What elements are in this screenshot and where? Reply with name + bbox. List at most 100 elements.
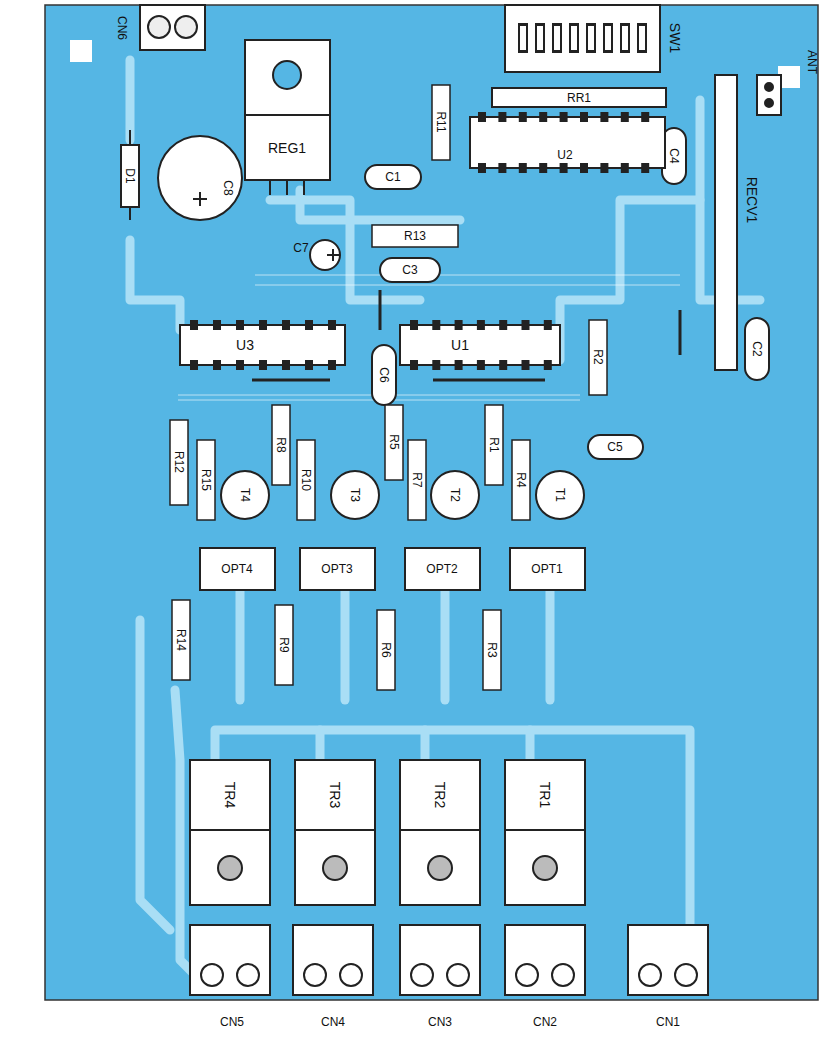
part-label: RECV1 (745, 177, 759, 224)
pcb-shape (400, 925, 480, 995)
pcb-shape (365, 165, 421, 189)
part-label: T2 (449, 488, 461, 502)
trace-outlines (178, 275, 680, 400)
pcb-shape (140, 5, 205, 50)
pcb-shape (126, 60, 135, 140)
pcb-shape (295, 830, 375, 905)
pcb-shape (560, 200, 700, 360)
pcb-shape (589, 320, 607, 395)
pcb-shape (536, 471, 584, 519)
copper-traces (130, 60, 760, 980)
pcb-shape (172, 600, 190, 680)
part-label: T3 (349, 488, 361, 502)
part-label: ANT (806, 50, 818, 74)
part-label: C4 (668, 148, 680, 163)
capacitor-symbols (158, 128, 769, 459)
part-label: R1 (488, 437, 500, 452)
pcb-shape (221, 471, 269, 519)
pcb-shape (130, 240, 180, 330)
transistor-symbols (221, 471, 584, 519)
part-label: R8 (275, 437, 287, 452)
part-label: TR3 (328, 782, 342, 808)
part-label: R9 (278, 637, 290, 652)
pcb-shape (372, 225, 458, 247)
part-label: C8 (222, 180, 234, 195)
optocoupler-packages (200, 548, 585, 590)
part-label: C1 (385, 171, 400, 183)
pcb-shape (193, 198, 207, 200)
part-label: OPT3 (321, 563, 352, 575)
pcb-shape (410, 360, 555, 370)
part-label: OPT4 (221, 563, 252, 575)
pcb-shape (200, 548, 275, 590)
pcb-shape (379, 290, 382, 330)
pcb-shape (408, 440, 426, 520)
pcb-shape (526, 730, 535, 760)
pcb-shape (252, 379, 330, 382)
part-label: R5 (388, 434, 400, 449)
ic-packages (180, 117, 665, 365)
pcb-shape (518, 23, 650, 53)
part-label: TR1 (538, 782, 552, 808)
pcb-shape (483, 610, 501, 690)
pcb-shape (245, 40, 330, 115)
part-label: U2 (557, 149, 572, 161)
terminal-blocks (190, 925, 708, 995)
pcb-shape (520, 26, 650, 50)
pcb-shape (588, 435, 643, 459)
pcb-shape (275, 605, 293, 685)
part-label: R2 (592, 349, 604, 364)
pcb-shape (269, 180, 271, 195)
pcb-shape (70, 40, 92, 62)
pcb-shape (175, 16, 197, 38)
pcb-shape (121, 145, 139, 207)
pcb-shape (255, 285, 680, 286)
pcb-shape (411, 964, 433, 986)
pcb-shape (478, 112, 660, 122)
part-label: CN1 (656, 1016, 680, 1028)
pcb-shape (533, 856, 557, 880)
part-label: T1 (554, 488, 566, 502)
part-label: R14 (175, 629, 187, 651)
pcb-shape (237, 964, 259, 986)
part-label: SW1 (668, 23, 682, 53)
pcb-shape (405, 548, 480, 590)
part-label: U3 (236, 338, 254, 352)
part-label: R6 (380, 642, 392, 657)
pcb-shape (515, 21, 650, 55)
pcb-shape (552, 964, 574, 986)
diode-symbol (121, 130, 139, 220)
pcb-shape (245, 115, 330, 180)
resistor-network (492, 88, 666, 107)
pcb-shape (675, 964, 697, 986)
pcb-shape (331, 471, 379, 519)
pcb-shape (400, 760, 480, 830)
pcb-shape (293, 925, 373, 995)
pcb-shape (428, 856, 452, 880)
pcb-shape (765, 83, 773, 91)
pcb-shape (295, 760, 375, 830)
pcb-shape (715, 75, 737, 370)
part-label: CN2 (533, 1016, 557, 1028)
pcb-shape (201, 964, 223, 986)
pcb-shape (236, 590, 245, 700)
pcb-shape (327, 254, 339, 256)
part-label: RR1 (567, 92, 591, 104)
pcb-shape (505, 830, 585, 905)
pcb-shape (441, 590, 450, 700)
part-label: OPT1 (531, 563, 562, 575)
pcb-shape (380, 258, 440, 282)
part-label: CN5 (220, 1016, 244, 1028)
polarity-marks (193, 192, 339, 261)
part-label: C2 (751, 341, 763, 356)
pcb-shape (170, 420, 188, 505)
pcb-shape (470, 117, 665, 168)
part-label: C6 (378, 367, 390, 382)
pcb-shape (516, 964, 538, 986)
pcb-shape (304, 964, 326, 986)
pcb-shape (765, 99, 773, 107)
pcb-shape (148, 16, 170, 38)
pcb-shape (432, 85, 450, 160)
part-label: R12 (173, 451, 185, 473)
